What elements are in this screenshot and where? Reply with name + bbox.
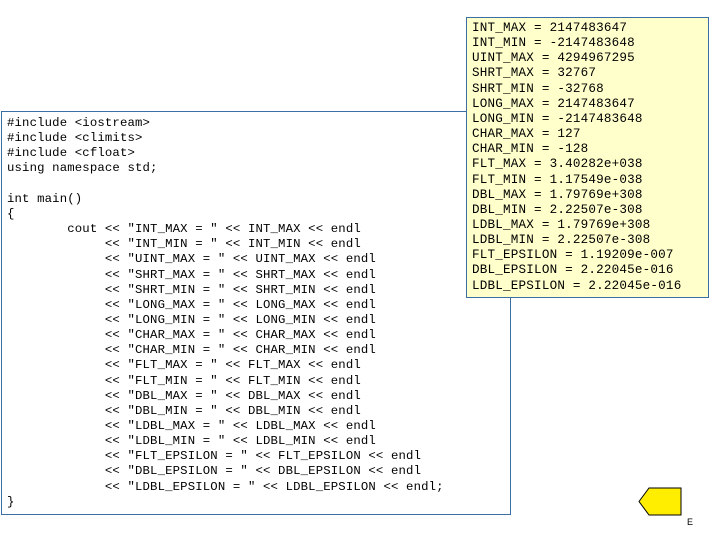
code-line: << "DBL_MAX = " << DBL_MAX << endl [7,388,361,403]
code-line: << "FLT_EPSILON = " << FLT_EPSILON << en… [7,449,422,464]
code-line: << "LDBL_EPSILON = " << LDBL_EPSILON << … [7,479,444,494]
output-line: FLT_EPSILON = 1.19209e-007 [472,248,674,263]
code-line: << "CHAR_MIN = " << CHAR_MIN << endl [7,343,376,358]
code-line: << "FLT_MAX = " << FLT_MAX << endl [7,358,361,373]
code-line: << "LDBL_MIN = " << LDBL_MIN << endl [7,434,376,449]
slide-number: E [687,517,694,527]
code-line: << "LONG_MAX = " << LONG_MAX << endl [7,297,376,312]
output-line: LDBL_MIN = 2.22507e-308 [472,233,651,248]
output-line: UINT_MAX = 4294967295 [472,51,635,66]
code-line: using namespace std; [7,161,158,176]
code-line: cout << "INT_MAX = " << INT_MAX << endl [7,222,361,237]
output-line: DBL_EPSILON = 2.22045e-016 [472,263,674,278]
code-line: << "DBL_EPSILON = " << DBL_EPSILON << en… [7,464,422,479]
output-line: DBL_MIN = 2.22507e-308 [472,202,643,217]
code-line: << "SHRT_MIN = " << SHRT_MIN << endl [7,282,376,297]
code-line: << "SHRT_MAX = " << SHRT_MAX << endl [7,267,376,282]
code-line: } [7,494,15,509]
output-line: SHRT_MAX = 32767 [472,66,597,81]
output-line: SHRT_MIN = -32768 [472,81,604,96]
output-line: LDBL_MAX = 1.79769e+308 [472,217,651,232]
output-line: FLT_MAX = 3.40282e+038 [472,157,643,172]
code-line: << "DBL_MIN = " << DBL_MIN << endl [7,403,361,418]
code-line: #include <cfloat> [7,146,135,161]
output-line: FLT_MIN = 1.17549e-038 [472,172,643,187]
output-line: CHAR_MIN = -128 [472,142,589,157]
code-line: int main() [7,191,83,206]
output-line: LONG_MAX = 2147483647 [472,96,635,111]
code-line: #include <iostream> [7,116,151,130]
output-line: CHAR_MAX = 127 [472,127,581,142]
output-line: LDBL_EPSILON = 2.22045e-016 [472,278,682,293]
code-line: << "LONG_MIN = " << LONG_MIN << endl [7,312,376,327]
arrow-left-icon[interactable] [638,487,682,516]
code-line: << "INT_MIN = " << INT_MIN << endl [7,237,361,252]
code-line: << "FLT_MIN = " << FLT_MIN << endl [7,373,361,388]
output-line: LONG_MIN = -2147483648 [472,111,643,126]
code-line: << "CHAR_MAX = " << CHAR_MAX << endl [7,328,376,343]
code-line: #include <climits> [7,131,143,146]
source-code-panel: #include <iostream>#include <climits>#in… [1,111,511,515]
code-line: << "LDBL_MAX = " << LDBL_MAX << endl [7,419,376,433]
output-line: INT_MIN = -2147483648 [472,36,635,51]
code-line: << "UINT_MAX = " << UINT_MAX << endl [7,252,376,267]
output-line: INT_MAX = 2147483647 [472,21,628,35]
code-line: { [7,206,15,221]
output-line: DBL_MAX = 1.79769e+308 [472,187,643,202]
